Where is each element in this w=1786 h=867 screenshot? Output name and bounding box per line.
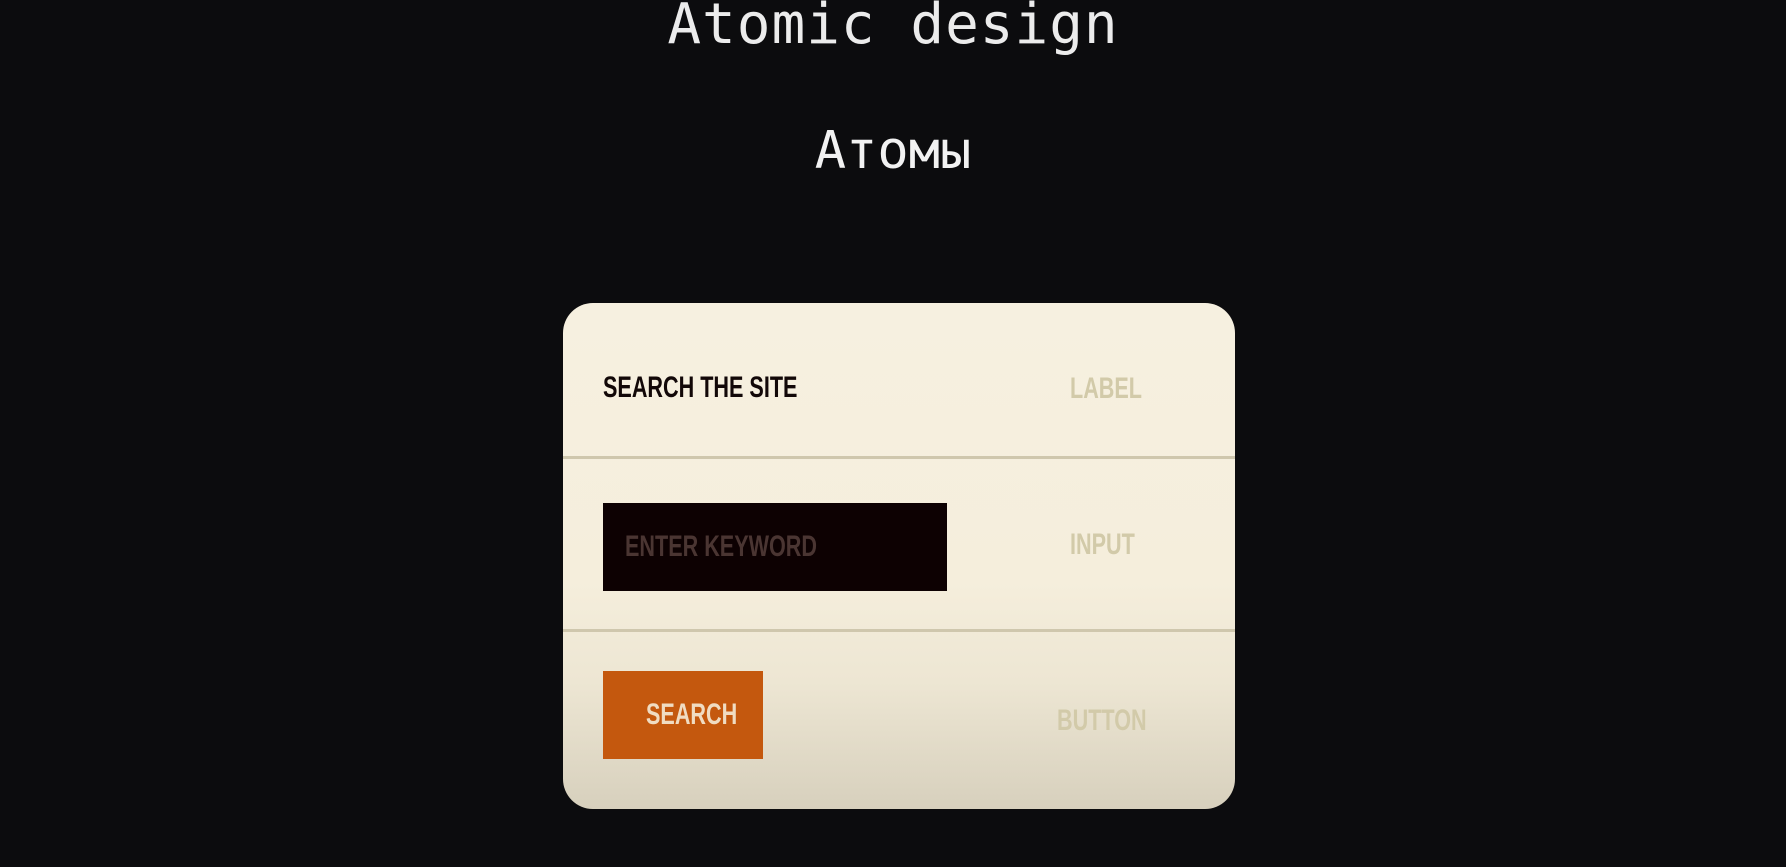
page-subtitle: Атомы [814, 121, 972, 181]
search-input[interactable]: ENTER KEYWORD [603, 503, 947, 591]
label-annotation: LABEL [1070, 372, 1142, 405]
search-button[interactable]: SEARCH [603, 671, 763, 759]
divider [563, 629, 1235, 632]
input-row: ENTER KEYWORD INPUT [563, 459, 1235, 631]
input-annotation: INPUT [1070, 528, 1135, 561]
search-input-placeholder: ENTER KEYWORD [625, 530, 818, 563]
search-button-label: SEARCH [646, 698, 738, 731]
search-label: SEARCH THE SITE [603, 371, 798, 404]
atoms-card: SEARCH THE SITE LABEL ENTER KEYWORD INPU… [563, 303, 1235, 809]
button-row: SEARCH BUTTON [563, 633, 1235, 809]
page-title: Atomic design [667, 0, 1119, 57]
button-annotation: BUTTON [1057, 704, 1147, 737]
divider [563, 456, 1235, 459]
label-row: SEARCH THE SITE LABEL [563, 303, 1235, 457]
